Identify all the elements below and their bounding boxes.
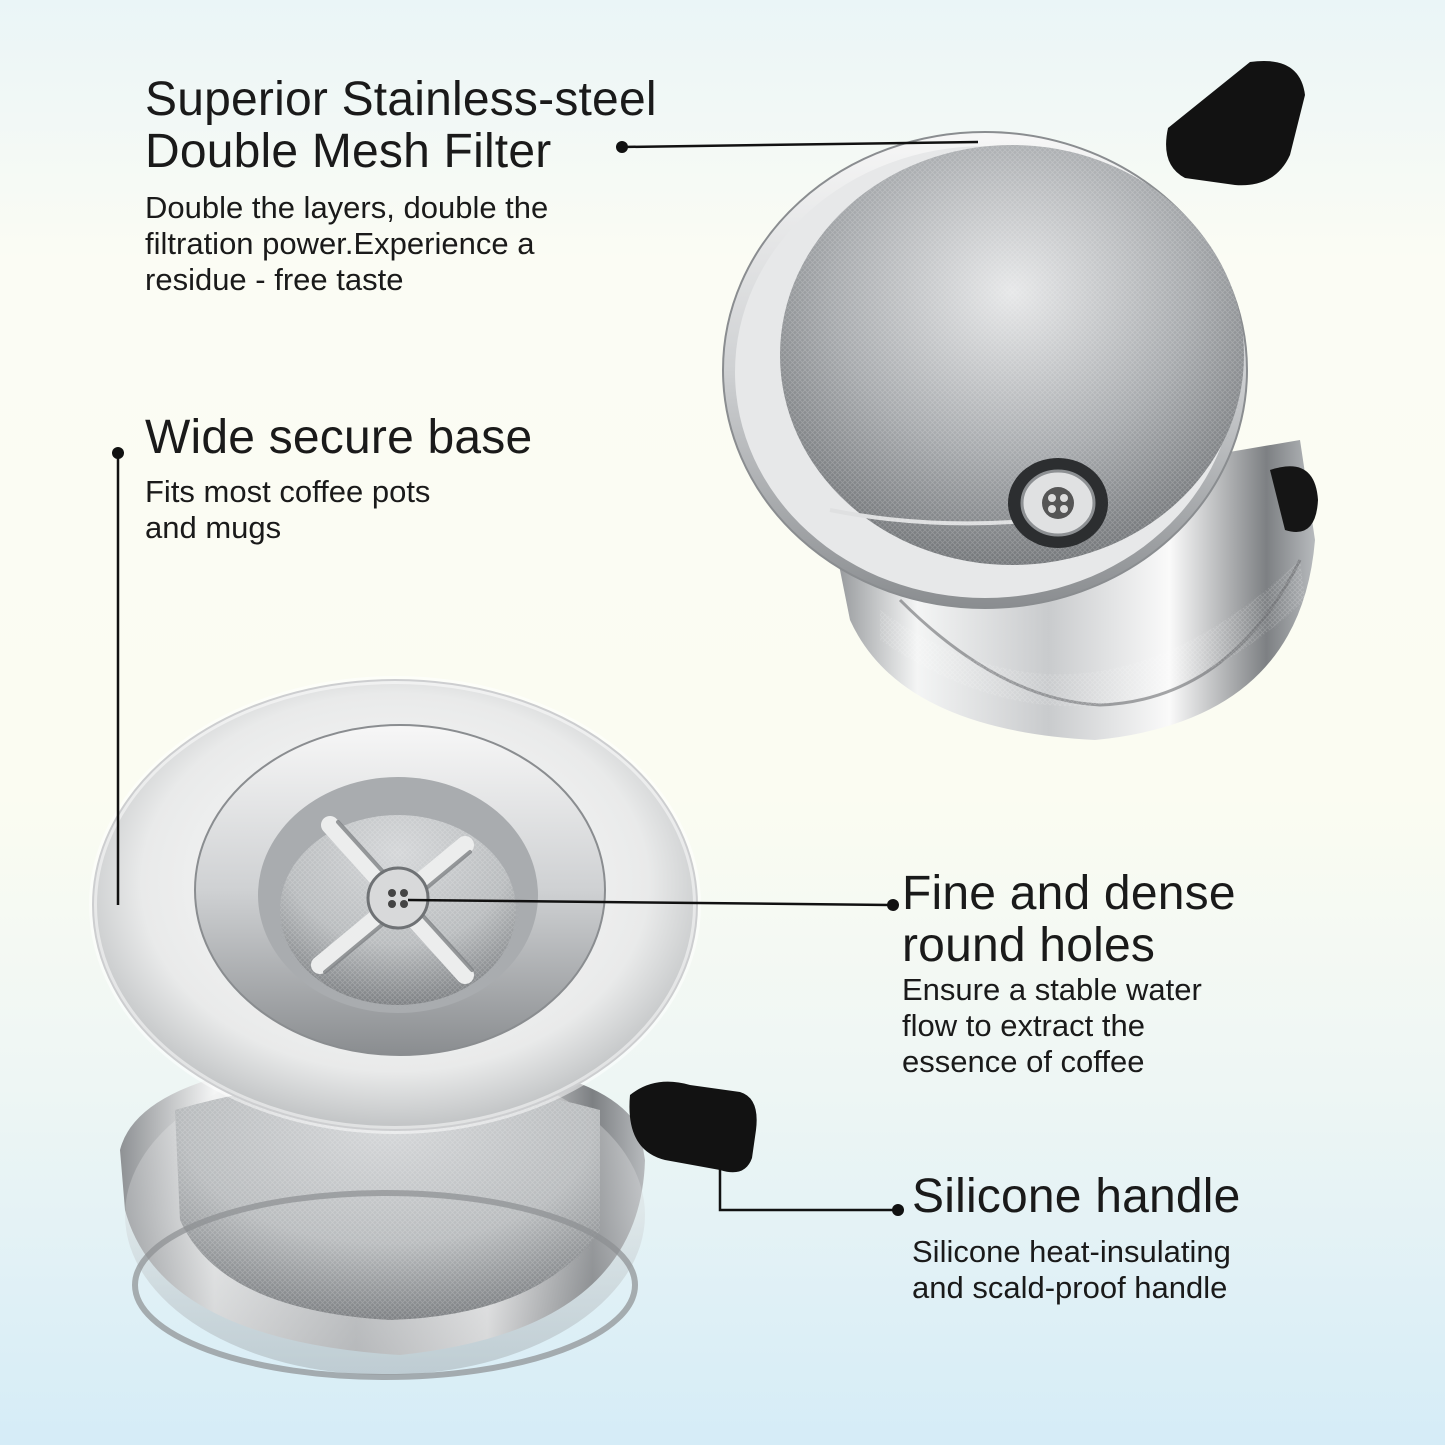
coffee-dripper-bottom-view xyxy=(89,676,757,1380)
feature-desc-round-holes: Ensure a stable water flow to extract th… xyxy=(902,972,1202,1079)
feature-title-secure-base: Wide secure base xyxy=(145,411,533,464)
callout-dot xyxy=(887,899,899,911)
feature-title-silicone-handle: Silicone handle xyxy=(912,1170,1241,1223)
callout-dots xyxy=(112,141,904,1216)
feature-desc-mesh-filter: Double the layers, double the filtration… xyxy=(145,190,549,297)
coffee-dripper-top-view xyxy=(722,60,1318,740)
callout-dot xyxy=(112,447,124,459)
feature-desc-silicone-handle: Silicone heat-insulating and scald-proof… xyxy=(912,1234,1231,1305)
feature-desc-secure-base: Fits most coffee pots and mugs xyxy=(145,474,431,545)
callout-lines xyxy=(116,140,979,1212)
feature-title-round-holes: Fine and dense round holes xyxy=(902,867,1236,972)
callout-dot xyxy=(616,141,628,153)
callout-dot xyxy=(892,1204,904,1216)
feature-title-mesh-filter: Superior Stainless-steel Double Mesh Fil… xyxy=(145,73,657,178)
